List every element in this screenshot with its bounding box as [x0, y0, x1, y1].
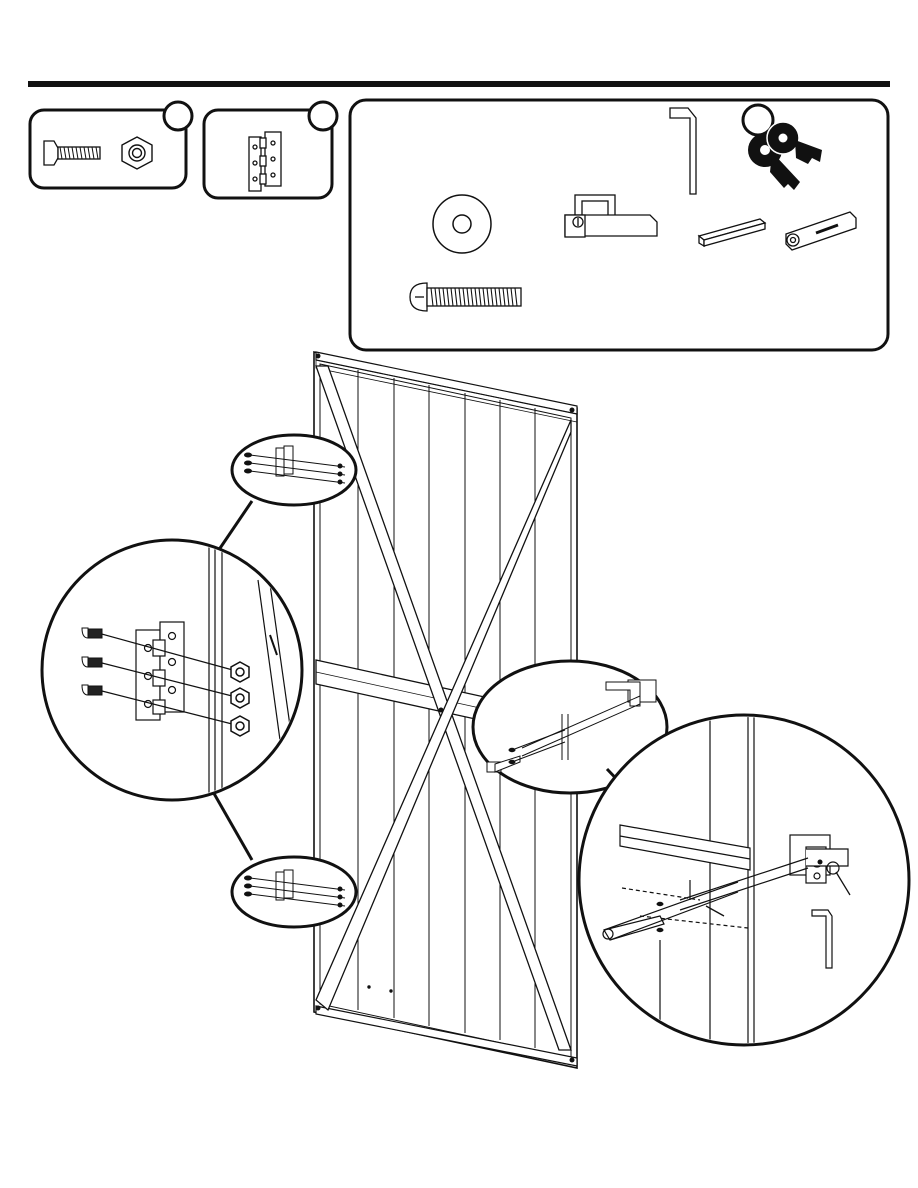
step-badge	[164, 102, 192, 130]
lower-hinge-detail	[232, 857, 356, 927]
hinge-detail-enlarged	[42, 540, 302, 800]
header-rule	[28, 81, 890, 87]
hinge-icon	[249, 132, 281, 191]
hardware-box-3	[350, 100, 888, 350]
hardware-box-1	[30, 102, 192, 188]
step-badge	[309, 102, 337, 130]
hex-nut-set	[231, 662, 249, 736]
hardware-box-2	[204, 102, 337, 198]
leader-line	[212, 790, 252, 860]
upper-hinge-detail	[232, 435, 356, 505]
handle-detail-enlarged	[579, 715, 909, 1045]
washer-icon	[433, 195, 491, 253]
